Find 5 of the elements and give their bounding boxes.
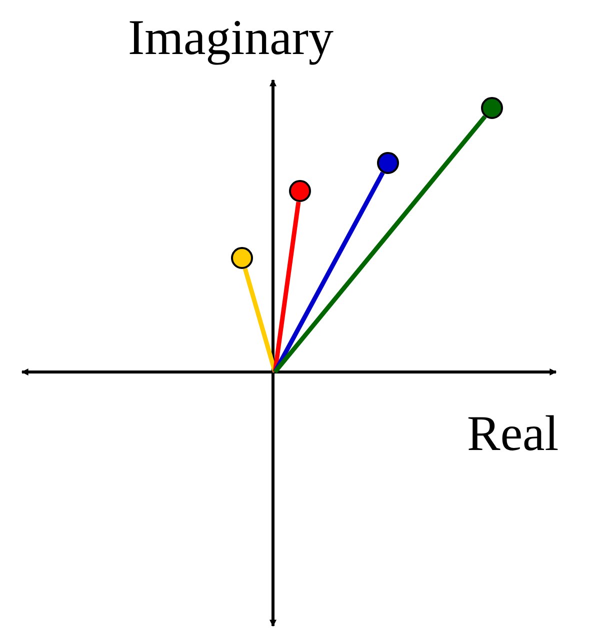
axis-label: Real bbox=[467, 408, 559, 458]
vector-tip-dot bbox=[231, 247, 253, 269]
vector-tip-dot bbox=[481, 97, 503, 119]
vector-tip-dot bbox=[289, 180, 311, 202]
vector-tip-dot bbox=[377, 152, 399, 174]
